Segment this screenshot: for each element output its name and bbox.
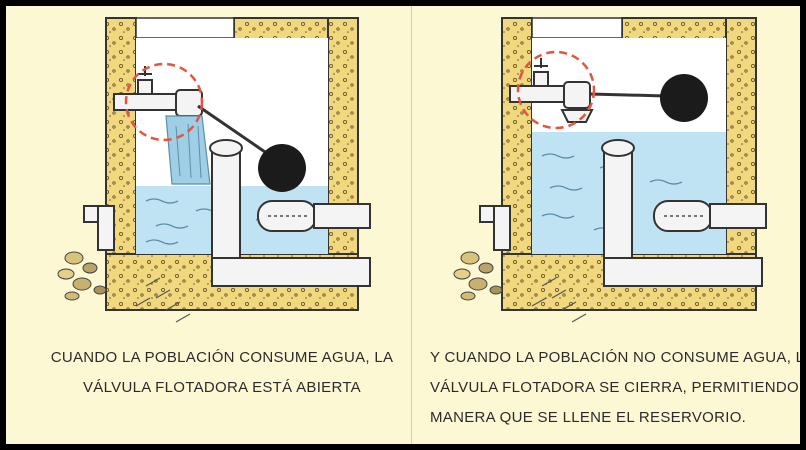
caption-line: VÁLVULA FLOTADORA SE CIERRA, PERMITIENDO… (430, 379, 800, 396)
caption-line: CUANDO LA POBLACIÓN CONSUME AGUA, LA (50, 349, 394, 366)
caption-valve-open: CUANDO LA POBLACIÓN CONSUME AGUA, LA VÁL… (36, 343, 408, 403)
overflow-pipe (209, 139, 371, 287)
drain-pipe (83, 205, 115, 251)
float-ball (660, 74, 708, 122)
panel-valve-open: CUANDO LA POBLACIÓN CONSUME AGUA, LA VÁL… (6, 6, 411, 444)
valve-highlight-circle (516, 50, 596, 130)
overflow-pipe (601, 139, 763, 287)
float-arm (197, 104, 269, 156)
drain-pipe (479, 205, 511, 251)
stream-lines (175, 123, 202, 179)
illustration-frame: CUANDO LA POBLACIÓN CONSUME AGUA, LA VÁL… (6, 6, 800, 444)
caption-line: Y CUANDO LA POBLACIÓN NO CONSUME AGUA, L… (430, 349, 800, 366)
tank-diagram-closed (453, 17, 767, 323)
valve-highlight-circle (124, 62, 204, 142)
outlet-strainer (653, 200, 767, 232)
outlet-strainer (257, 200, 371, 232)
ground-hatching (135, 277, 191, 323)
panel-divider (411, 6, 412, 444)
float-arm (589, 92, 667, 98)
panel-valve-closed: Y CUANDO LA POBLACIÓN NO CONSUME AGUA, L… (414, 6, 800, 444)
caption-line: MANERA QUE SE LLENE EL RESERVORIO. (430, 409, 747, 426)
gravel-pile (57, 251, 107, 301)
caption-valve-closed: Y CUANDO LA POBLACIÓN NO CONSUME AGUA, L… (430, 343, 800, 433)
ground-hatching (531, 277, 587, 323)
gravel-pile (453, 251, 503, 301)
float-ball (258, 144, 306, 192)
caption-line: VÁLVULA FLOTADORA ESTÁ ABIERTA (83, 379, 361, 396)
tank-diagram-open (57, 17, 371, 323)
